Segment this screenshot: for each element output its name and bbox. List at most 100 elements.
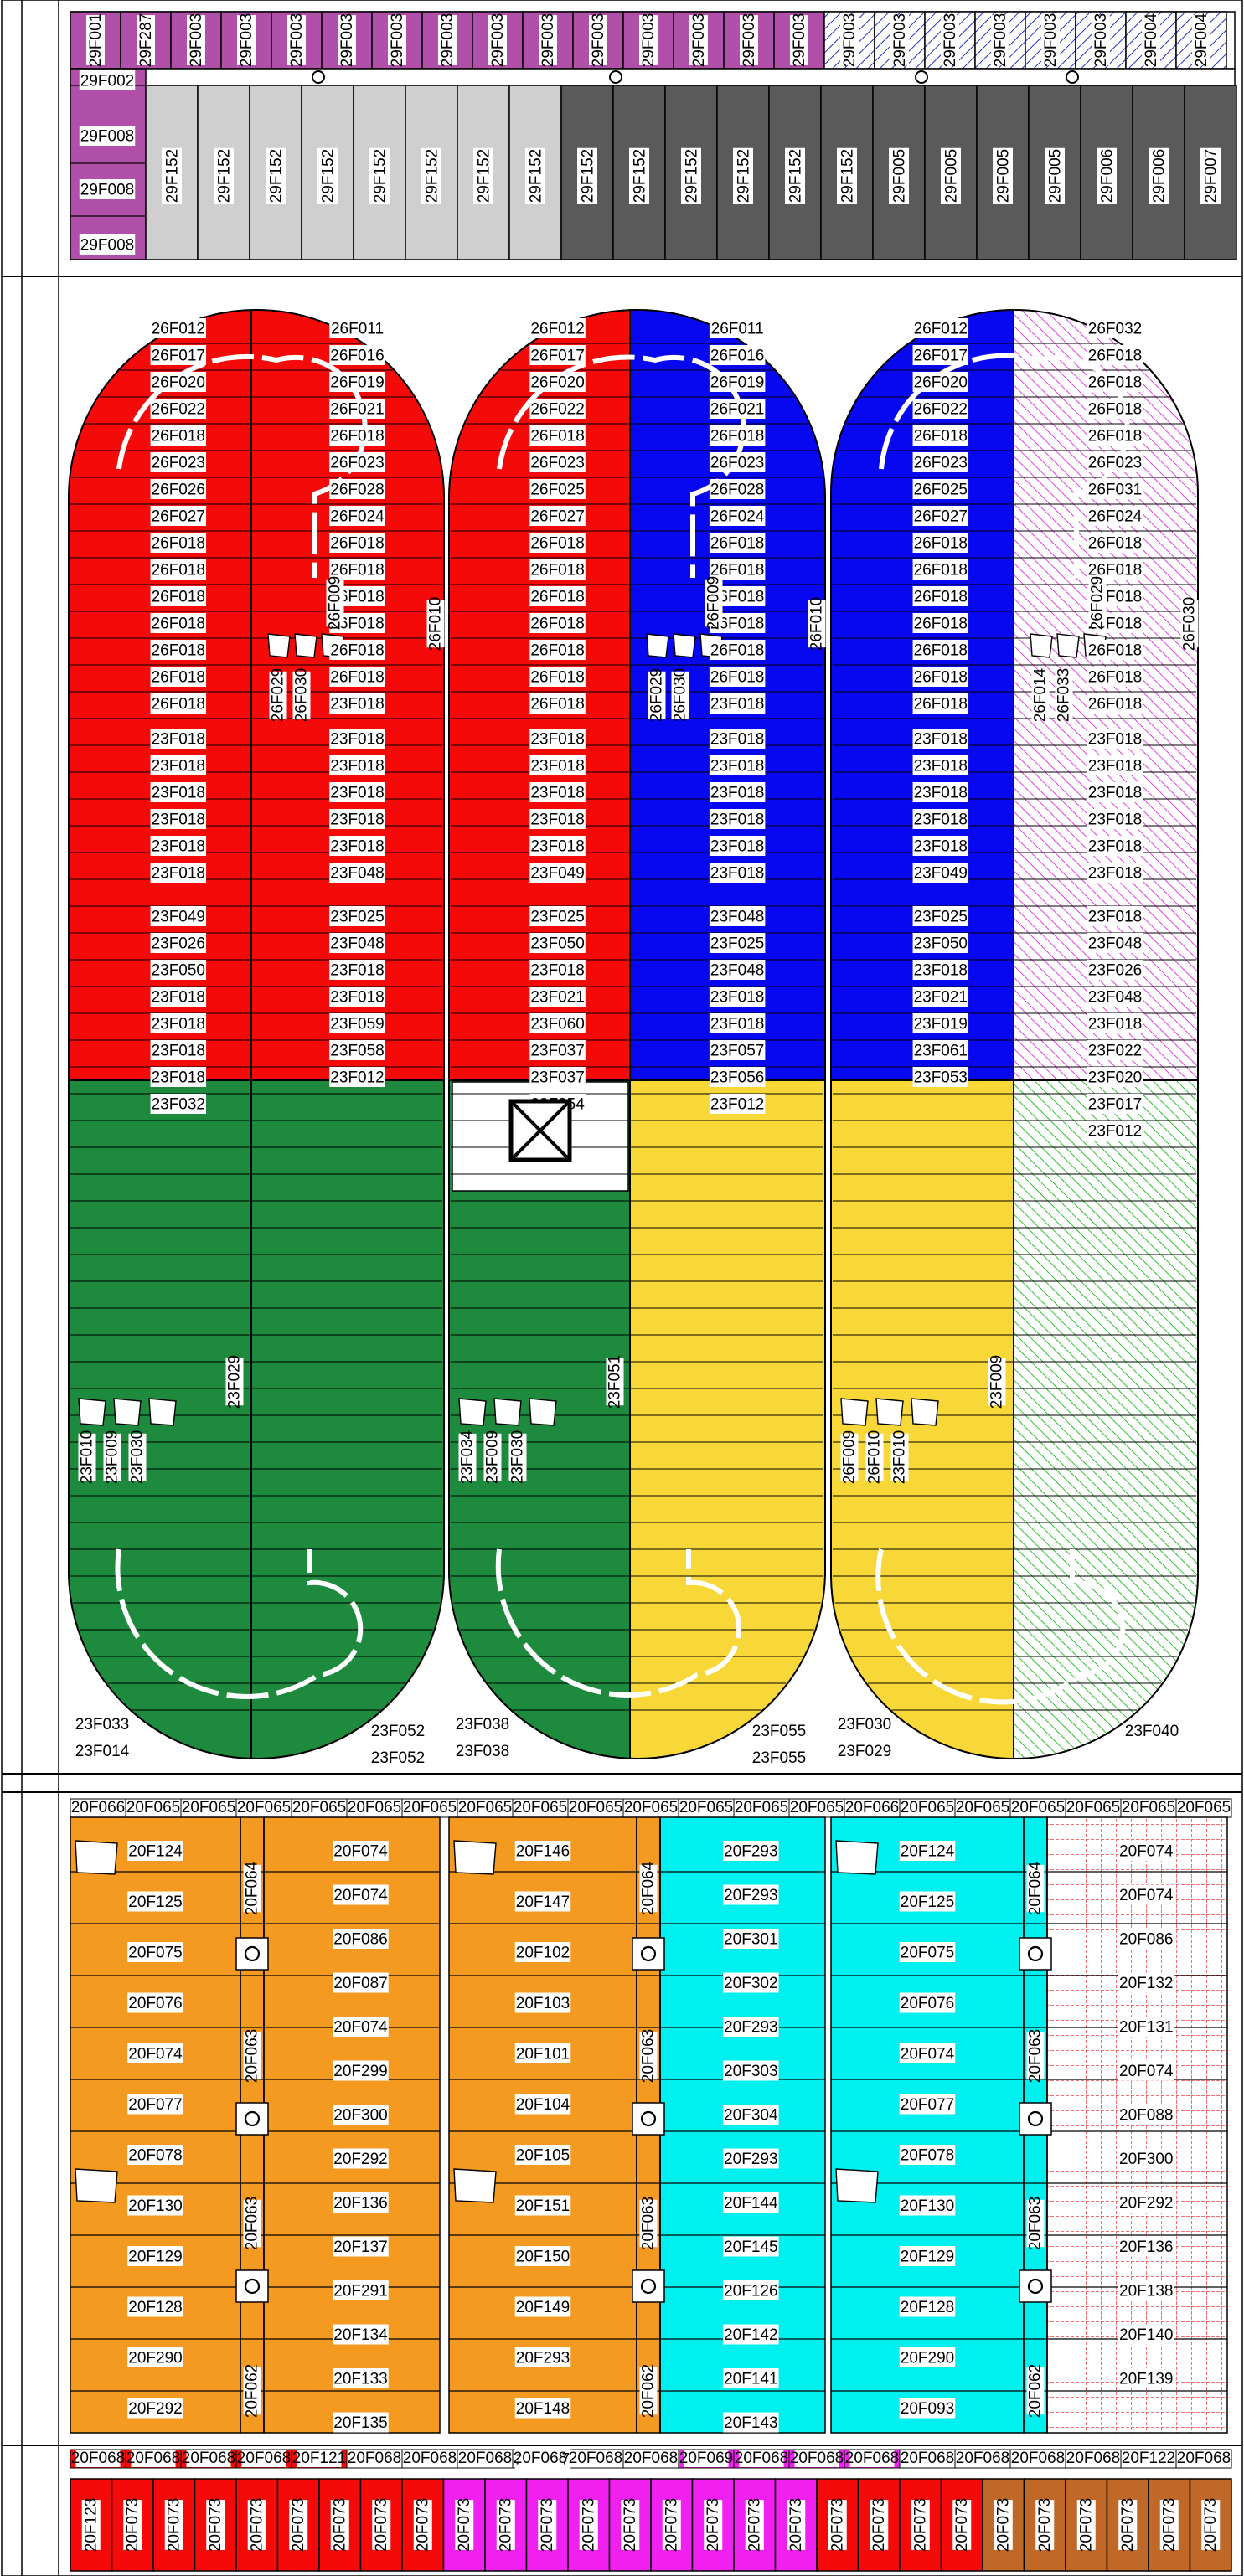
label-box	[723, 2148, 779, 2169]
stall-label: 26F028	[329, 479, 385, 499]
pillar-circle	[1027, 2110, 1044, 2127]
column-box	[75, 2168, 118, 2203]
label-box	[1087, 836, 1143, 856]
stall-label: 26F011	[709, 318, 766, 338]
label-box	[150, 1040, 207, 1060]
stall-label: 23F018	[329, 987, 385, 1007]
stall-label: 26F018	[529, 693, 586, 714]
label-box	[496, 2500, 515, 2550]
label-box	[529, 933, 586, 953]
label-box	[164, 2500, 183, 2550]
label-box	[890, 15, 909, 65]
stall-code: 23F018	[152, 1042, 205, 1059]
stall-code: 20F076	[901, 1995, 954, 2012]
stall-code: 23F018	[710, 695, 764, 713]
label-box	[529, 479, 586, 499]
stall-code: 23F012	[330, 1069, 384, 1086]
column-box	[646, 633, 669, 658]
label-box	[960, 1800, 1005, 1816]
label-box	[723, 2280, 779, 2300]
stall-label: 26F018	[529, 667, 586, 687]
stall-code: 20F068	[1177, 2450, 1231, 2467]
stall-label: 29F152	[369, 147, 390, 204]
stall-code: 26F029	[1088, 576, 1106, 630]
label-box	[912, 318, 969, 338]
stall-code: 26F022	[530, 400, 584, 418]
stall-label: 20F063	[639, 2029, 658, 2083]
label-box	[333, 1972, 389, 1993]
stall-label: 26F017	[150, 345, 207, 365]
label-box	[912, 782, 969, 802]
label-box	[329, 318, 385, 338]
label-box	[1192, 15, 1210, 65]
stall-code: 23F048	[1088, 988, 1142, 1006]
column-box	[78, 1398, 106, 1426]
label-box	[1118, 1884, 1174, 1905]
stall-code: 23F038	[456, 1716, 509, 1734]
stall-label: 20F073	[1076, 2498, 1096, 2552]
stall-code: 20F137	[333, 2239, 387, 2256]
stall-code: 23F018	[710, 988, 764, 1006]
stall-code: 23F021	[530, 988, 584, 1006]
label-box	[514, 2296, 571, 2317]
stall-label: 20F065	[735, 1799, 788, 1816]
stall-code: 20F065	[901, 1799, 954, 1816]
label-box	[455, 2500, 474, 2550]
label-box	[912, 755, 969, 775]
stall-code: 29F008	[80, 181, 134, 198]
stall-label: 20F065	[956, 1799, 1009, 1816]
stall-label: 20F073	[123, 2498, 142, 2552]
stall-code: 23F009	[483, 1430, 501, 1484]
label-box	[127, 2145, 183, 2165]
stall-code: 20F073	[995, 2498, 1013, 2552]
stall-label: 20F293	[723, 1841, 779, 1861]
stall-code: 26F009	[326, 576, 343, 630]
zone-20-left	[830, 1816, 1025, 2434]
stall-code: 20F073	[166, 2498, 183, 2552]
stall-code: 26F018	[530, 561, 584, 579]
stall-label: 23F018	[329, 836, 385, 856]
stall-code: 29F006	[1098, 149, 1116, 203]
stall-label: 26F025	[529, 479, 586, 499]
stall-code: 20F065	[1177, 1799, 1231, 1816]
column-box	[840, 1398, 869, 1426]
pillar	[235, 2269, 269, 2303]
label-box	[941, 15, 959, 65]
label-box	[329, 906, 385, 926]
stall-label: 23F018	[150, 755, 207, 775]
stall-code: 26F027	[530, 507, 584, 525]
label-box	[150, 640, 207, 660]
stall-code: 23F025	[530, 908, 584, 925]
pillar-box	[235, 1937, 269, 1971]
stall-label: 29F005	[1045, 147, 1065, 204]
stall-label: 26F018	[529, 640, 586, 660]
stall-label: 20F068	[458, 2450, 512, 2467]
stall-label: 20F073	[372, 2498, 391, 2552]
label-box	[1087, 640, 1143, 660]
label-box	[329, 1067, 385, 1087]
label-box	[709, 345, 766, 365]
stall-code: 20F073	[207, 2498, 225, 2552]
stall-label: 29F008	[79, 234, 136, 255]
stall-code: 23F026	[1088, 961, 1142, 979]
stall-label: 26F018	[709, 667, 766, 687]
stall-label: 20F068	[403, 2450, 457, 2467]
stall-label: 23F018	[329, 782, 385, 802]
stall-code: 20F073	[870, 2498, 888, 2552]
stall-label: 20F065	[901, 1799, 954, 1816]
label-box	[1026, 2199, 1045, 2248]
stall-code: 23F018	[152, 864, 205, 882]
label-box	[912, 1067, 969, 1087]
stall-code: 20F131	[1119, 2018, 1173, 2036]
label-box	[662, 2500, 681, 2550]
stall-code: 26F010	[808, 597, 825, 651]
stall-label: 20F130	[899, 2195, 956, 2216]
label-box	[186, 2450, 231, 2467]
label-box	[483, 1433, 502, 1481]
stall-label: 26F023	[150, 452, 207, 472]
stall-label: 20F068	[71, 2450, 125, 2467]
stall-label: 23F057	[709, 1040, 766, 1060]
stall-code: 20F065	[735, 1799, 788, 1816]
label-box	[514, 1841, 571, 1861]
stall-code: 26F018	[152, 668, 205, 686]
